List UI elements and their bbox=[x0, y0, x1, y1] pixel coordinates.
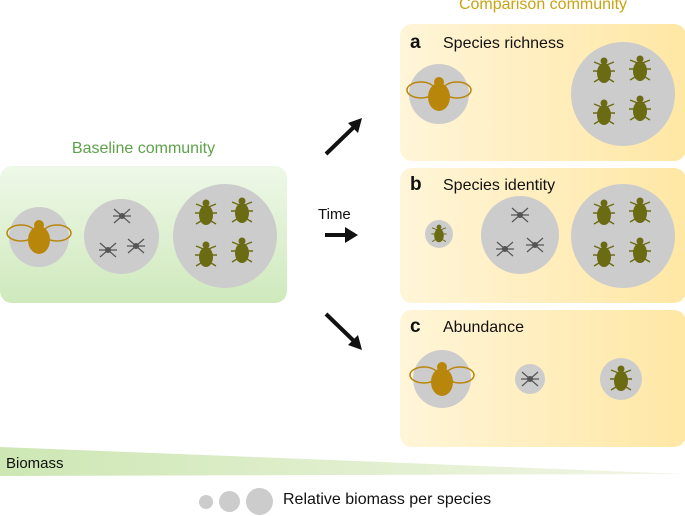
panel-a-species-richness: a Species richness bbox=[400, 24, 685, 161]
beetle-icon bbox=[195, 241, 217, 267]
panel-label: Species identity bbox=[443, 177, 556, 194]
panel-letter: b bbox=[410, 174, 422, 195]
beetle-circle bbox=[571, 42, 675, 146]
panel-letter: a bbox=[410, 32, 421, 53]
beetle-circle-medium bbox=[600, 358, 642, 400]
arrow-right-icon bbox=[325, 227, 358, 243]
beetle-icon bbox=[593, 199, 615, 225]
beetle-icon bbox=[610, 365, 632, 391]
spider-circle bbox=[481, 196, 559, 274]
spider-icon bbox=[521, 371, 539, 387]
bee-icon bbox=[406, 77, 472, 111]
legend-circle-medium bbox=[219, 491, 240, 512]
spider-icon bbox=[113, 208, 131, 224]
beetle-icon bbox=[629, 95, 651, 121]
panel-label: Abundance bbox=[443, 319, 524, 336]
spider-icon bbox=[496, 241, 514, 257]
bee-icon bbox=[409, 362, 475, 396]
baseline-community-title: Baseline community bbox=[71, 140, 216, 157]
bee-circle bbox=[6, 207, 72, 267]
biomass-gradient-bar bbox=[0, 447, 685, 476]
biomass-label: Biomass bbox=[6, 455, 64, 472]
beetle-icon bbox=[593, 99, 615, 125]
beetle-icon bbox=[593, 57, 615, 83]
spider-icon bbox=[99, 242, 117, 258]
spider-circle bbox=[84, 199, 159, 274]
arrow-up-icon bbox=[324, 118, 362, 156]
beetle-icon bbox=[231, 237, 253, 263]
beetle-circle bbox=[173, 184, 277, 288]
beetle-icon bbox=[431, 224, 447, 243]
beetle-icon bbox=[195, 199, 217, 225]
beetle-circle-small bbox=[425, 220, 453, 248]
spider-icon bbox=[526, 237, 544, 253]
beetle-icon bbox=[231, 197, 253, 223]
spider-icon bbox=[511, 207, 529, 223]
comparison-community-title: Comparison community bbox=[458, 0, 628, 13]
legend-circle-small bbox=[199, 495, 213, 509]
bee-circle bbox=[409, 350, 475, 408]
beetle-icon bbox=[629, 237, 651, 263]
panel-label: Species richness bbox=[443, 35, 564, 52]
beetle-icon bbox=[593, 241, 615, 267]
panel-letter: c bbox=[410, 316, 421, 337]
legend-circle-large bbox=[246, 488, 273, 515]
beetle-icon bbox=[629, 55, 651, 81]
baseline-panel bbox=[0, 166, 287, 303]
panel-c-abundance: c Abundance bbox=[400, 310, 685, 447]
arrow-down-icon bbox=[324, 312, 362, 350]
time-label: Time bbox=[318, 206, 351, 223]
bee-circle bbox=[406, 64, 472, 124]
spider-circle-small bbox=[515, 364, 545, 394]
spider-icon bbox=[127, 238, 145, 254]
beetle-circle bbox=[571, 184, 675, 288]
beetle-icon bbox=[629, 197, 651, 223]
bee-icon bbox=[6, 220, 72, 254]
panel-b-species-identity: b Species identity bbox=[400, 168, 685, 303]
legend-label: Relative biomass per species bbox=[283, 491, 492, 508]
